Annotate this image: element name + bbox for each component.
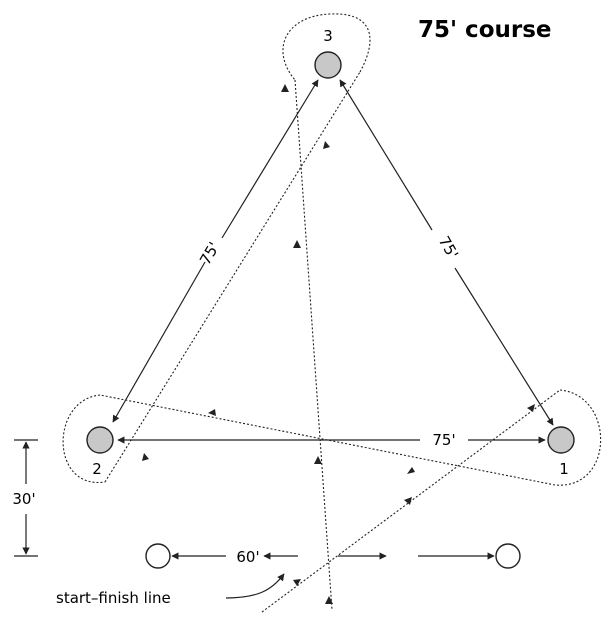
arrow-loop-1 (407, 467, 415, 474)
gap-label: 30' (12, 490, 35, 508)
barrel-1 (547, 426, 575, 454)
start-finish-pointer (225, 573, 285, 599)
dim-label-2-3: 75' (196, 239, 223, 268)
dimension-lines (112, 79, 554, 444)
course-title: 75' course (418, 17, 552, 43)
arrow-start (293, 579, 301, 586)
path-2-to-3 (104, 71, 361, 483)
dim-line-3-1 (339, 79, 433, 231)
dim-line-2-3 (112, 261, 206, 423)
arrow-after-3 (281, 84, 289, 92)
path-1-to-2 (99, 394, 556, 486)
arrow-near-1 (527, 404, 535, 412)
loop-barrel-3 (282, 13, 371, 81)
dim-label-3-1: 75' (435, 233, 462, 262)
dim-line-2-3-upper (221, 79, 319, 239)
start-marker-right (495, 543, 521, 569)
arrow-1-to-2 (208, 409, 216, 416)
arrow-finish (325, 596, 333, 604)
dim-label-2-1: 75' (432, 431, 455, 449)
start-marker-left (145, 543, 171, 569)
barrel-3-label: 3 (323, 27, 333, 45)
gap-dimension (14, 439, 38, 557)
arrow-down-1 (293, 240, 301, 248)
start-width-label: 60' (236, 548, 259, 566)
arrow-toward-1 (404, 497, 412, 505)
barrel-3 (314, 51, 342, 79)
barrel-2 (86, 426, 114, 454)
start-finish-label: start–finish line (56, 589, 171, 607)
dim-line-3-1-lower (454, 267, 554, 426)
barrel-2-label: 2 (92, 460, 102, 478)
loop-barrel-2 (62, 394, 106, 483)
arrow-down-2 (314, 456, 322, 464)
path-3-to-finish (294, 79, 333, 611)
barrels (86, 51, 575, 454)
arrow-toward-3 (323, 141, 330, 149)
barrel-1-label: 1 (559, 460, 569, 478)
riding-path (62, 13, 602, 613)
arrow-after-2 (142, 453, 149, 461)
loop-barrel-1 (554, 389, 602, 486)
path-arrows (142, 84, 535, 604)
